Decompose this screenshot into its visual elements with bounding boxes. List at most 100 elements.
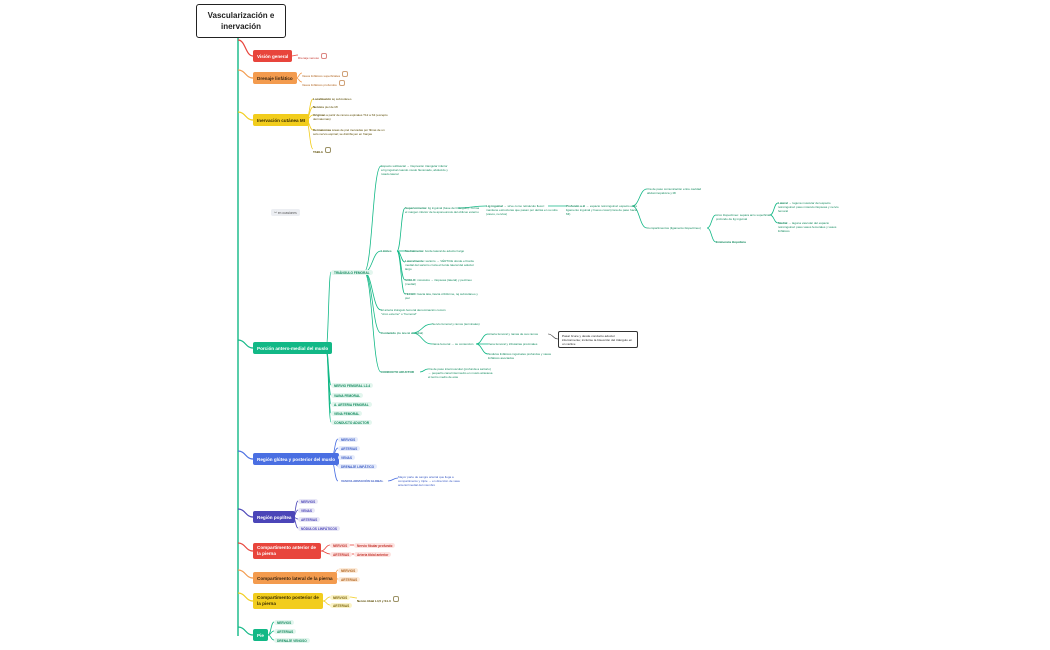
conducto-aductor-text: Vía de paso intermuscular (profunda a sa… xyxy=(428,367,493,379)
vena-femoral-trib: Vena femoral y tributarias proximales xyxy=(488,342,538,346)
limite-medial: Medialmente: borde lateral de aductor la… xyxy=(405,249,465,253)
connector xyxy=(237,569,254,579)
arteria-femoral-ramas: Arteria femoral y ramas de sus ramos xyxy=(488,332,539,336)
branch-comp-lateral[interactable]: Compartimento lateral de la pierna xyxy=(253,572,337,584)
connector xyxy=(363,271,382,373)
connector xyxy=(267,634,275,641)
pill-conducto-aductor[interactable]: CONDUCTO ADUCTOR xyxy=(331,420,373,425)
connector xyxy=(475,333,489,345)
connector xyxy=(237,592,254,602)
pie-nervios[interactable]: NERVIOS xyxy=(274,620,295,625)
vasc-global-text: Mayor parte de sangre arterial que llega… xyxy=(398,475,460,487)
limite-techo: TECHO: fascia lata, fascia cribiforme, t… xyxy=(405,292,478,300)
cut-nervios: Nervios piel de MI xyxy=(313,105,338,109)
contenido: Contenido (de lateral a medial) xyxy=(381,331,424,335)
vaina-femoral-cont: Vaina femoral → su contención xyxy=(432,342,474,346)
connector xyxy=(237,450,254,460)
laguna-lateral: Lateral → laguna muscular del espacio re… xyxy=(778,201,839,213)
connector xyxy=(411,332,433,345)
poplitea-venas[interactable]: VENAS xyxy=(298,508,315,513)
connector xyxy=(237,508,254,518)
glutea-drenaje[interactable]: DRENAJE LINFÁTICO xyxy=(338,464,378,469)
glutea-venas[interactable]: VENAS xyxy=(338,455,355,460)
branch-pie[interactable]: Pie xyxy=(253,629,268,641)
connector xyxy=(631,188,648,207)
eminencia-iliopubica: Eminencia iliopúbica xyxy=(716,240,746,244)
poplitea-nervios[interactable]: NERVIOS xyxy=(298,499,319,504)
connector xyxy=(769,214,779,224)
branch-porcion-antero-medial[interactable]: Porción antero-medial del muslo xyxy=(253,342,333,354)
connector xyxy=(349,596,358,599)
pill-nervio-femoral[interactable]: NERVIO FEMORAL L2-4 xyxy=(331,383,374,388)
connector xyxy=(419,368,429,373)
drenaje-venoso-label[interactable]: Drenaje venoso xyxy=(298,53,328,60)
connector xyxy=(237,626,254,636)
glutea-arterias[interactable]: ARTERIAS xyxy=(338,446,361,451)
cut-dermatomas: Dermatomas áreas de piel inervadas por f… xyxy=(313,128,385,136)
connector xyxy=(706,214,717,229)
pill-vena-femoral[interactable]: VENA FEMORAL xyxy=(331,411,363,416)
cut-tabla[interactable]: TABLA xyxy=(313,147,331,154)
connector xyxy=(396,250,406,295)
connector xyxy=(322,600,331,606)
branch-region-glutea[interactable]: Región glútea y posterior del muslo xyxy=(253,453,340,465)
glutea-nervios[interactable]: NERVIOS xyxy=(338,437,359,442)
cut-originan: Originan a partir de ramos espinales T12… xyxy=(313,113,388,121)
pill-arteria-femoral[interactable]: A. ARTERIA FEMORAL xyxy=(331,402,372,407)
branch-vision-general[interactable]: Visión general xyxy=(253,50,293,62)
lateral-nervios[interactable]: NERVIOS xyxy=(338,568,359,573)
conducto-aductor-label: CONDUCTO ADUCTOR xyxy=(381,370,414,374)
connector xyxy=(411,323,433,334)
connector xyxy=(363,165,382,273)
connector xyxy=(320,550,331,555)
nodulos-inguinales: Nódulos linfáticos inguinales profundos … xyxy=(488,352,552,360)
poplitea-arterias[interactable]: ARTERIAS xyxy=(298,517,321,522)
profundo-a-el: Profundo a él → espacio retroinguinal: e… xyxy=(566,204,638,216)
lateral-arterias[interactable]: ARTERIAS xyxy=(338,577,361,582)
connector xyxy=(769,202,779,216)
linf-prof[interactable]: Vasos linfáticos profundos xyxy=(302,80,345,87)
arco-iliopectineo: Arco iliopectíneo: separa arco superfici… xyxy=(716,213,771,221)
linf-sup[interactable]: Vasos linfáticos superficiales xyxy=(302,71,349,78)
pie-drenaje-venoso[interactable]: DRENAJE VENOSO xyxy=(274,638,310,643)
limites-label: Límites xyxy=(381,249,392,253)
connector xyxy=(237,39,254,57)
arco-femoral: El arteria triángulo femoral denominació… xyxy=(381,308,446,316)
connector xyxy=(396,207,406,252)
connector xyxy=(237,111,254,121)
connector xyxy=(237,542,254,552)
nervio-fibular-profundo[interactable]: Nervio fibular profundo xyxy=(354,543,396,548)
central-topic[interactable]: Vascularización e inervación xyxy=(196,4,286,38)
arteria-tibial-anterior[interactable]: Arteria tibial anterior xyxy=(354,552,392,557)
branch-comp-posterior[interactable]: Compartimento posterior de la pierna xyxy=(253,593,323,609)
triangulo-femoral[interactable]: TRIÁNGULO FEMORAL xyxy=(331,270,373,275)
connector xyxy=(631,205,648,229)
connector xyxy=(547,333,559,340)
pie-arterias[interactable]: ARTERIAS xyxy=(274,629,297,634)
branch-comp-anterior[interactable]: Compartimento anterior de la pierna xyxy=(253,543,321,559)
limite-lateral: Lateralmente: sartorio → VÉRTICE donde e… xyxy=(405,259,475,271)
collapsed-tag[interactable]: ^^ en ocasiones xyxy=(271,209,300,216)
branch-drenaje-linfatico[interactable]: Drenaje linfático xyxy=(253,72,297,84)
pill-vaina-femoral[interactable]: VAINA FEMORAL xyxy=(331,393,364,398)
branch-region-poplitea[interactable]: Región poplítea xyxy=(253,511,296,523)
posterior-nervios[interactable]: NERVIOS xyxy=(330,595,351,600)
poplitea-nodulos[interactable]: NÓDULOS LINFÁTICOS xyxy=(298,526,340,531)
lig-inguinal: Lig inguinal → sirve como retináculo fle… xyxy=(486,204,558,216)
connector xyxy=(237,69,254,79)
espacio-subfascial: Espacio subfascial → Depresión triangula… xyxy=(381,164,448,176)
posterior-arterias[interactable]: ARTERIAS xyxy=(330,603,353,608)
connector xyxy=(457,205,487,209)
connector xyxy=(706,227,717,243)
branch-inervacion-cutanea[interactable]: Inervación cutánea MI xyxy=(253,114,309,126)
connector xyxy=(475,343,489,355)
limite-suelo: SUELO: músculos → iliopsoas (lateral) y … xyxy=(405,278,472,286)
cut-localizacion: Localización tej subcutáneo xyxy=(313,97,352,101)
anterior-nervios[interactable]: NERVIOS xyxy=(330,543,351,548)
connector xyxy=(322,596,331,602)
note-box[interactable]: Pasar bruce y desde conducto aductor inf… xyxy=(558,331,638,348)
anterior-arterias[interactable]: ARTERIAS xyxy=(330,552,353,557)
nervio-tibial: Nervio tibial L4,5 y S1-3 xyxy=(357,596,399,603)
